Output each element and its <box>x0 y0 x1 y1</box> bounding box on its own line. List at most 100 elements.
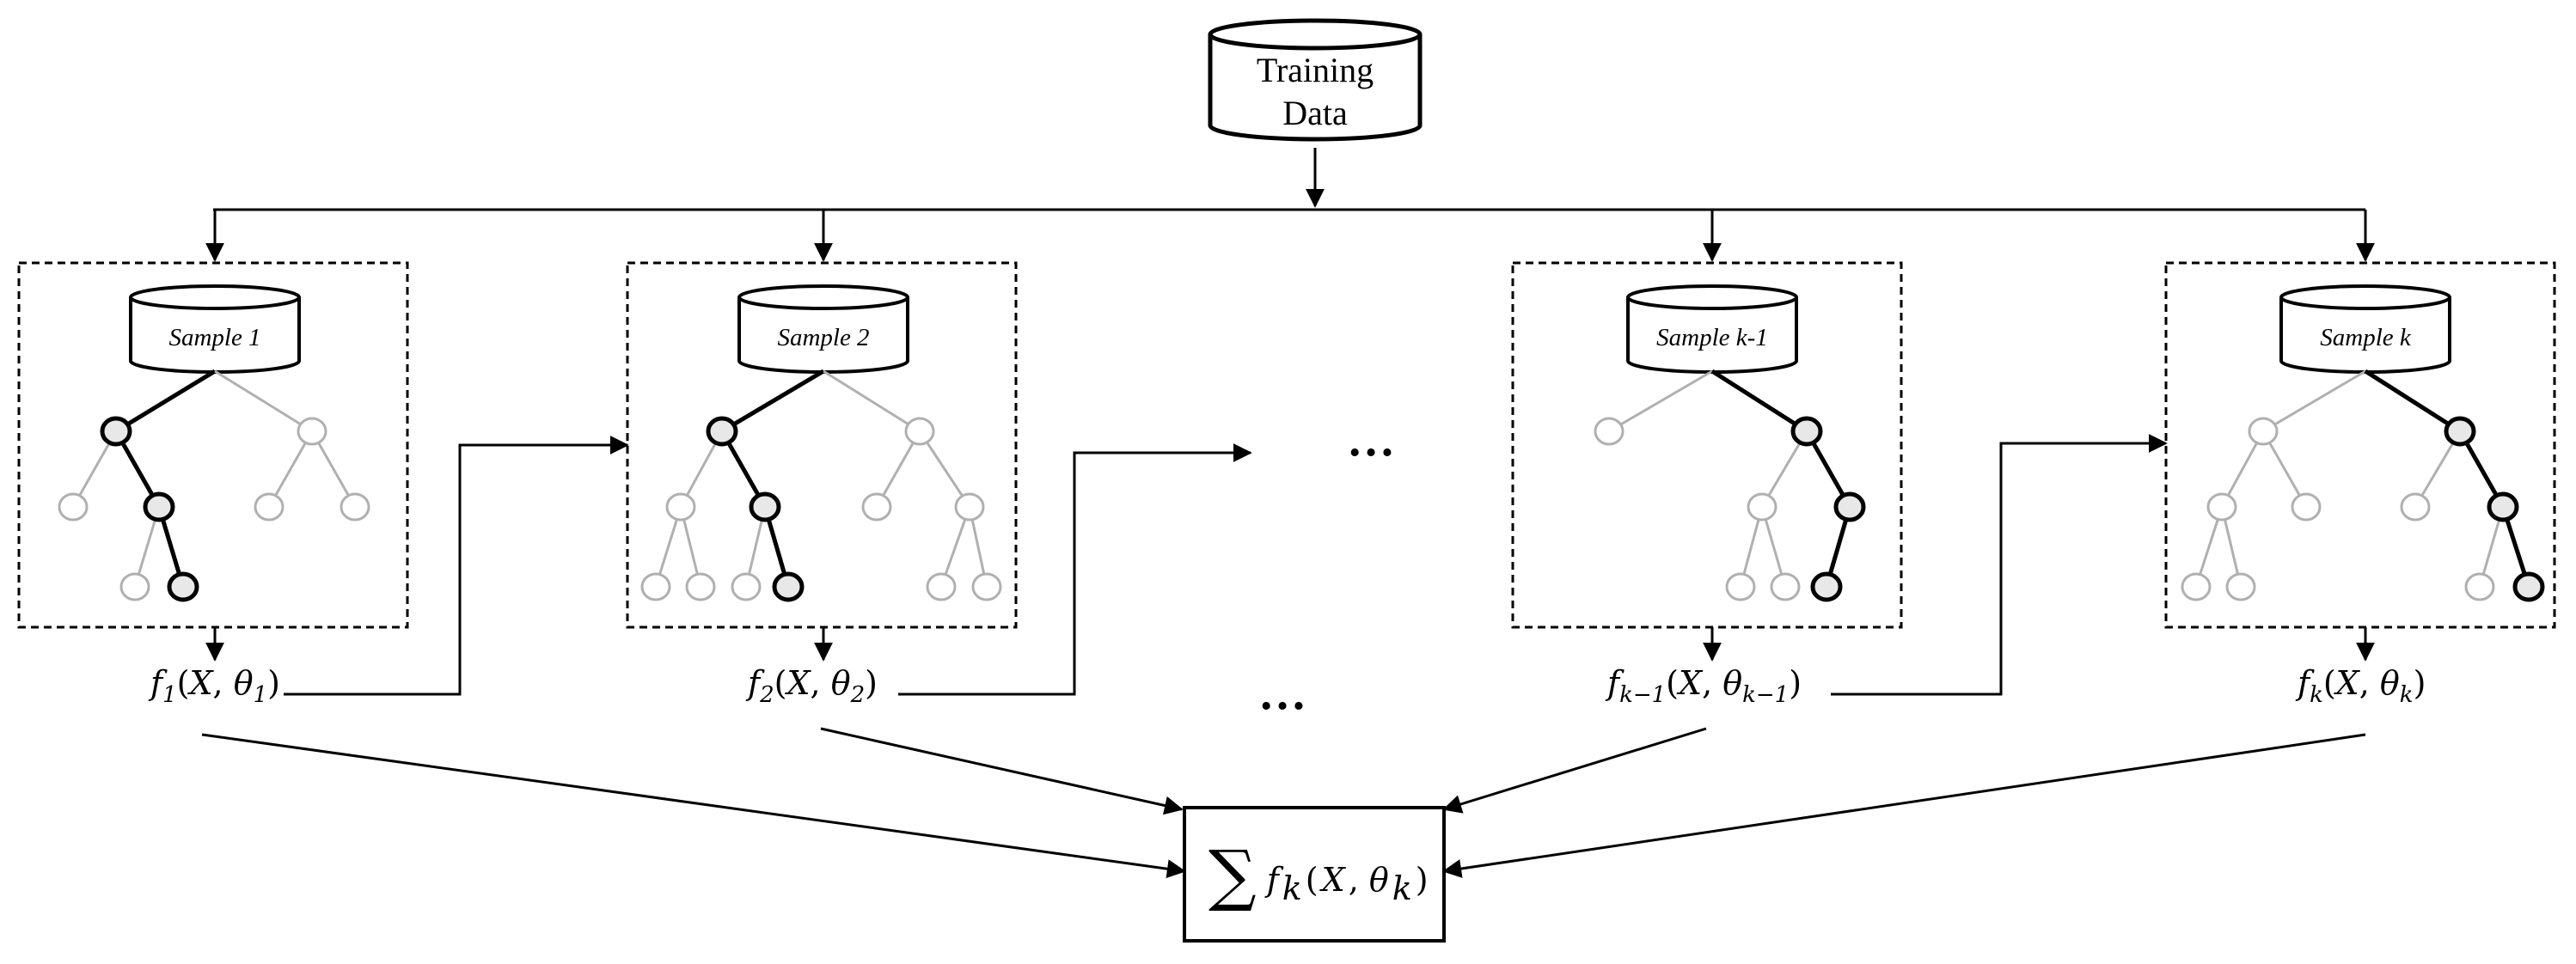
tree-node-active <box>1810 571 1843 602</box>
tree-edge-active <box>2364 369 2462 434</box>
sample-label: Sample k-1 <box>1656 324 1768 351</box>
tree-node <box>861 492 892 522</box>
fn-param-sub: 1 <box>254 682 268 708</box>
sample-panel: Sample k-1 <box>1511 261 1903 662</box>
tree-node <box>297 417 327 446</box>
agg-arrow-k-1 <box>1442 727 1707 814</box>
tree-node <box>119 572 150 601</box>
tree-node-active <box>2487 491 2519 522</box>
tree-node-active <box>100 416 132 447</box>
sample-cylinder-top <box>2279 284 2451 310</box>
fn-comma: , <box>1702 664 1722 702</box>
tree-node <box>971 572 1002 601</box>
tree-node <box>665 492 696 522</box>
training-data-cylinder-body <box>1208 34 1423 142</box>
fn-open-paren: ( <box>177 664 190 702</box>
seq-arrow-2-to-next <box>898 443 1252 696</box>
tree-edge-active <box>720 369 825 434</box>
tree-node-active <box>1833 491 1866 522</box>
model-function: f2(X, θ2) <box>745 664 878 708</box>
sample-frame <box>2164 261 2556 629</box>
tree-node <box>340 492 370 522</box>
fn-close-paren: ) <box>865 664 878 702</box>
sample-database: Sample k-1 <box>1626 284 1798 374</box>
sample-frame <box>626 261 1018 629</box>
seq-arrow-1-to-2 <box>284 436 629 696</box>
sample-panel: Sample 1 <box>17 261 409 662</box>
fn-sub: k <box>2310 682 2323 708</box>
fn-close-paren: ) <box>2414 664 2426 702</box>
fn-close-paren: ) <box>1789 664 1802 702</box>
tree-edge <box>267 430 314 508</box>
aggregate-param: θ <box>1369 861 1389 899</box>
fn-sub: 2 <box>759 682 774 708</box>
fn-arg: X <box>1676 664 1704 702</box>
sample-label: Sample 1 <box>168 324 260 351</box>
aggregate-param-sub: k <box>1392 869 1412 907</box>
aggregate-frame <box>1183 806 1446 943</box>
sample-panel: Sample 2 <box>626 261 1018 662</box>
distribution-connectors <box>205 148 2375 262</box>
sample-frame <box>1511 261 1903 629</box>
aggregate-open-paren: ( <box>1306 861 1319 899</box>
sample-label: Sample k <box>2320 324 2412 351</box>
sample-database: Sample 2 <box>737 284 909 374</box>
fn-arg: X <box>784 664 811 702</box>
agg-arrow-k <box>1442 733 2366 878</box>
fn-sub: k−1 <box>1619 682 1666 708</box>
tree-node-active <box>167 571 199 602</box>
sample-cylinder-top <box>1626 284 1798 310</box>
training-data-label-line1: Training <box>1257 51 1374 89</box>
tree-node <box>904 417 935 446</box>
fn-param: θ <box>1722 664 1742 702</box>
training-data-cylinder-top <box>1208 18 1423 51</box>
aggregate-formula: ∑ f k ( X , θ k ) <box>1208 837 1429 914</box>
fn-open-paren: ( <box>1666 664 1679 702</box>
tree-edge-active <box>114 369 217 434</box>
fn-open-paren: ( <box>2323 664 2336 702</box>
tree-node <box>926 572 957 601</box>
tree-edge <box>310 430 357 508</box>
tree-node <box>731 572 762 601</box>
tree-node-active <box>772 571 805 602</box>
sample-frame <box>17 261 409 629</box>
tree-node <box>1770 572 1801 601</box>
ellipsis-models: … <box>1347 413 1395 467</box>
tree-edge <box>1608 369 1713 433</box>
tree-node <box>2181 572 2212 601</box>
sample-cylinder-top <box>737 284 909 310</box>
tree-node-active <box>143 491 175 522</box>
tree-edge <box>823 369 921 433</box>
sequential-connectors <box>284 434 2168 696</box>
tree-node <box>2225 572 2256 601</box>
tree-node <box>2248 417 2279 446</box>
decision-tree <box>1594 369 1866 602</box>
fn-comma: , <box>213 664 234 702</box>
training-data-label-line2: Data <box>1282 94 1348 132</box>
fn-param: θ <box>234 664 254 702</box>
seq-arrow-k-1-to-k <box>1831 434 2168 696</box>
tree-node-active <box>2444 416 2476 447</box>
aggregate-fn-sub: k <box>1282 869 1302 907</box>
tree-edge <box>2262 369 2366 433</box>
tree-edge <box>875 430 921 508</box>
model-function: fk(X, θk) <box>2295 664 2426 708</box>
fn-arg: X <box>2334 664 2361 702</box>
tree-node <box>1725 572 1756 601</box>
tree-node-active <box>1790 416 1823 447</box>
tree-edge <box>214 369 313 433</box>
samples-layer: Sample 1 Sample 2 Sample k-1 Sample k <box>17 261 2556 662</box>
tree-node <box>2206 492 2237 522</box>
training-data-database: Training Data <box>1208 18 1423 142</box>
fn-param-sub: k <box>2400 682 2414 708</box>
agg-arrow-1 <box>201 733 1186 879</box>
fn-comma: , <box>811 664 831 702</box>
decision-tree <box>58 369 370 602</box>
sample-label: Sample 2 <box>777 324 869 351</box>
tree-node <box>954 492 985 522</box>
tree-node <box>685 572 716 601</box>
tree-node <box>640 572 671 601</box>
tree-node <box>58 492 89 522</box>
tree-edge-active <box>1710 369 1808 434</box>
